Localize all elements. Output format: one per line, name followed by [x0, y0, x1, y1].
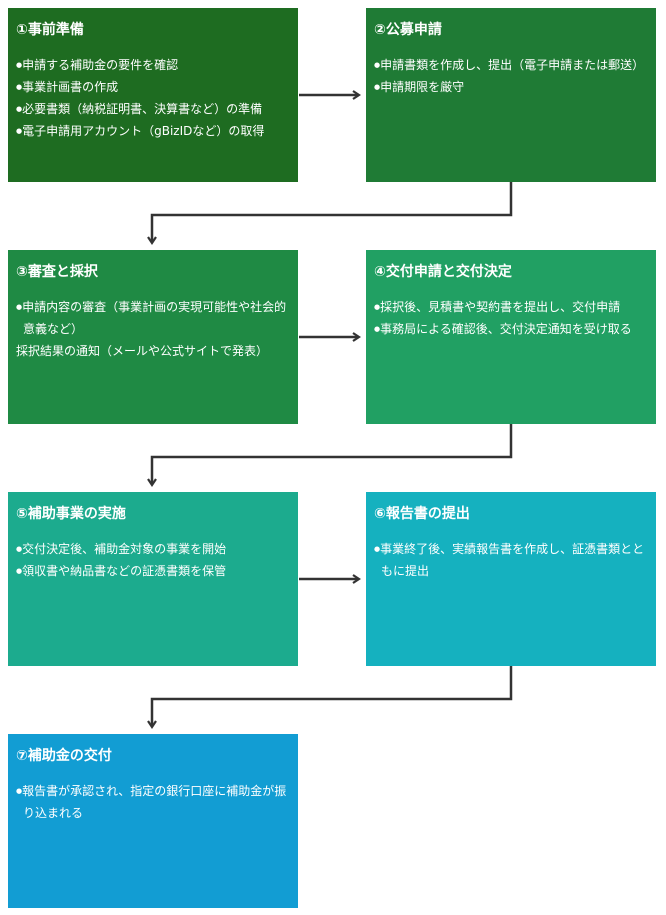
bullet-item: 申請書類を作成し、提出（電子申請または郵送）: [374, 54, 648, 76]
bullet-item: 事務局による確認後、交付決定通知を受け取る: [374, 318, 648, 340]
bullet-item: 領収書や納品書などの証憑書類を保管: [16, 560, 290, 582]
step-box-2: ②公募申請 申請書類を作成し、提出（電子申請または郵送） 申請期限を厳守: [366, 8, 656, 182]
bullet-item: 採択結果の通知（メールや公式サイトで発表）: [16, 344, 269, 358]
step-bullets: 報告書が承認され、指定の銀行口座に補助金が振り込まれる: [16, 780, 290, 824]
step-box-6: ⑥報告書の提出 事業終了後、実績報告書を作成し、証憑書類とともに提出: [366, 492, 656, 666]
arrow-step6-to-step7: [147, 666, 513, 729]
arrow-step2-to-step3: [147, 182, 513, 245]
step-title: ①事前準備: [16, 22, 84, 38]
step-title: ④交付申請と交付決定: [374, 264, 512, 280]
step-title: ②公募申請: [374, 22, 442, 38]
step-title: ⑥報告書の提出: [374, 506, 470, 522]
bullet-item: 報告書が承認され、指定の銀行口座に補助金が振り込まれる: [16, 780, 290, 824]
step-bullets: 申請書類を作成し、提出（電子申請または郵送） 申請期限を厳守: [374, 54, 648, 98]
bullet-item: 電子申請用アカウント（gBizIDなど）の取得: [16, 120, 290, 142]
step-title: ⑤補助事業の実施: [16, 506, 126, 522]
bullet-item: 申請内容の審査（事業計画の実現可能性や社会的意義など）: [16, 296, 290, 340]
bullet-item: 申請する補助金の要件を確認: [16, 54, 290, 76]
bullet-item: 交付決定後、補助金対象の事業を開始: [16, 538, 290, 560]
step-bullets: 申請内容の審査（事業計画の実現可能性や社会的意義など） 採択結果の通知（メールや…: [16, 296, 290, 362]
step-box-3: ③審査と採択 申請内容の審査（事業計画の実現可能性や社会的意義など） 採択結果の…: [8, 250, 298, 424]
step-bullets: 採択後、見積書や契約書を提出し、交付申請 事務局による確認後、交付決定通知を受け…: [374, 296, 648, 340]
step-box-4: ④交付申請と交付決定 採択後、見積書や契約書を提出し、交付申請 事務局による確認…: [366, 250, 656, 424]
step-box-5: ⑤補助事業の実施 交付決定後、補助金対象の事業を開始 領収書や納品書などの証憑書…: [8, 492, 298, 666]
step-title: ③審査と採択: [16, 264, 98, 280]
step-box-7: ⑦補助金の交付 報告書が承認され、指定の銀行口座に補助金が振り込まれる: [8, 734, 298, 908]
step-bullets: 交付決定後、補助金対象の事業を開始 領収書や納品書などの証憑書類を保管: [16, 538, 290, 582]
bullet-item: 必要書類（納税証明書、決算書など）の準備: [16, 98, 290, 120]
bullet-item: 申請期限を厳守: [374, 76, 648, 98]
step-box-1: ①事前準備 申請する補助金の要件を確認 事業計画書の作成 必要書類（納税証明書、…: [8, 8, 298, 182]
step-bullets: 申請する補助金の要件を確認 事業計画書の作成 必要書類（納税証明書、決算書など）…: [16, 54, 290, 142]
arrow-step4-to-step5: [147, 424, 513, 487]
step-title: ⑦補助金の交付: [16, 748, 112, 764]
bullet-item: 事業計画書の作成: [16, 76, 290, 98]
bullet-item: 事業終了後、実績報告書を作成し、証憑書類とともに提出: [374, 538, 648, 582]
bullet-item: 採択後、見積書や契約書を提出し、交付申請: [374, 296, 648, 318]
step-bullets: 事業終了後、実績報告書を作成し、証憑書類とともに提出: [374, 538, 648, 582]
